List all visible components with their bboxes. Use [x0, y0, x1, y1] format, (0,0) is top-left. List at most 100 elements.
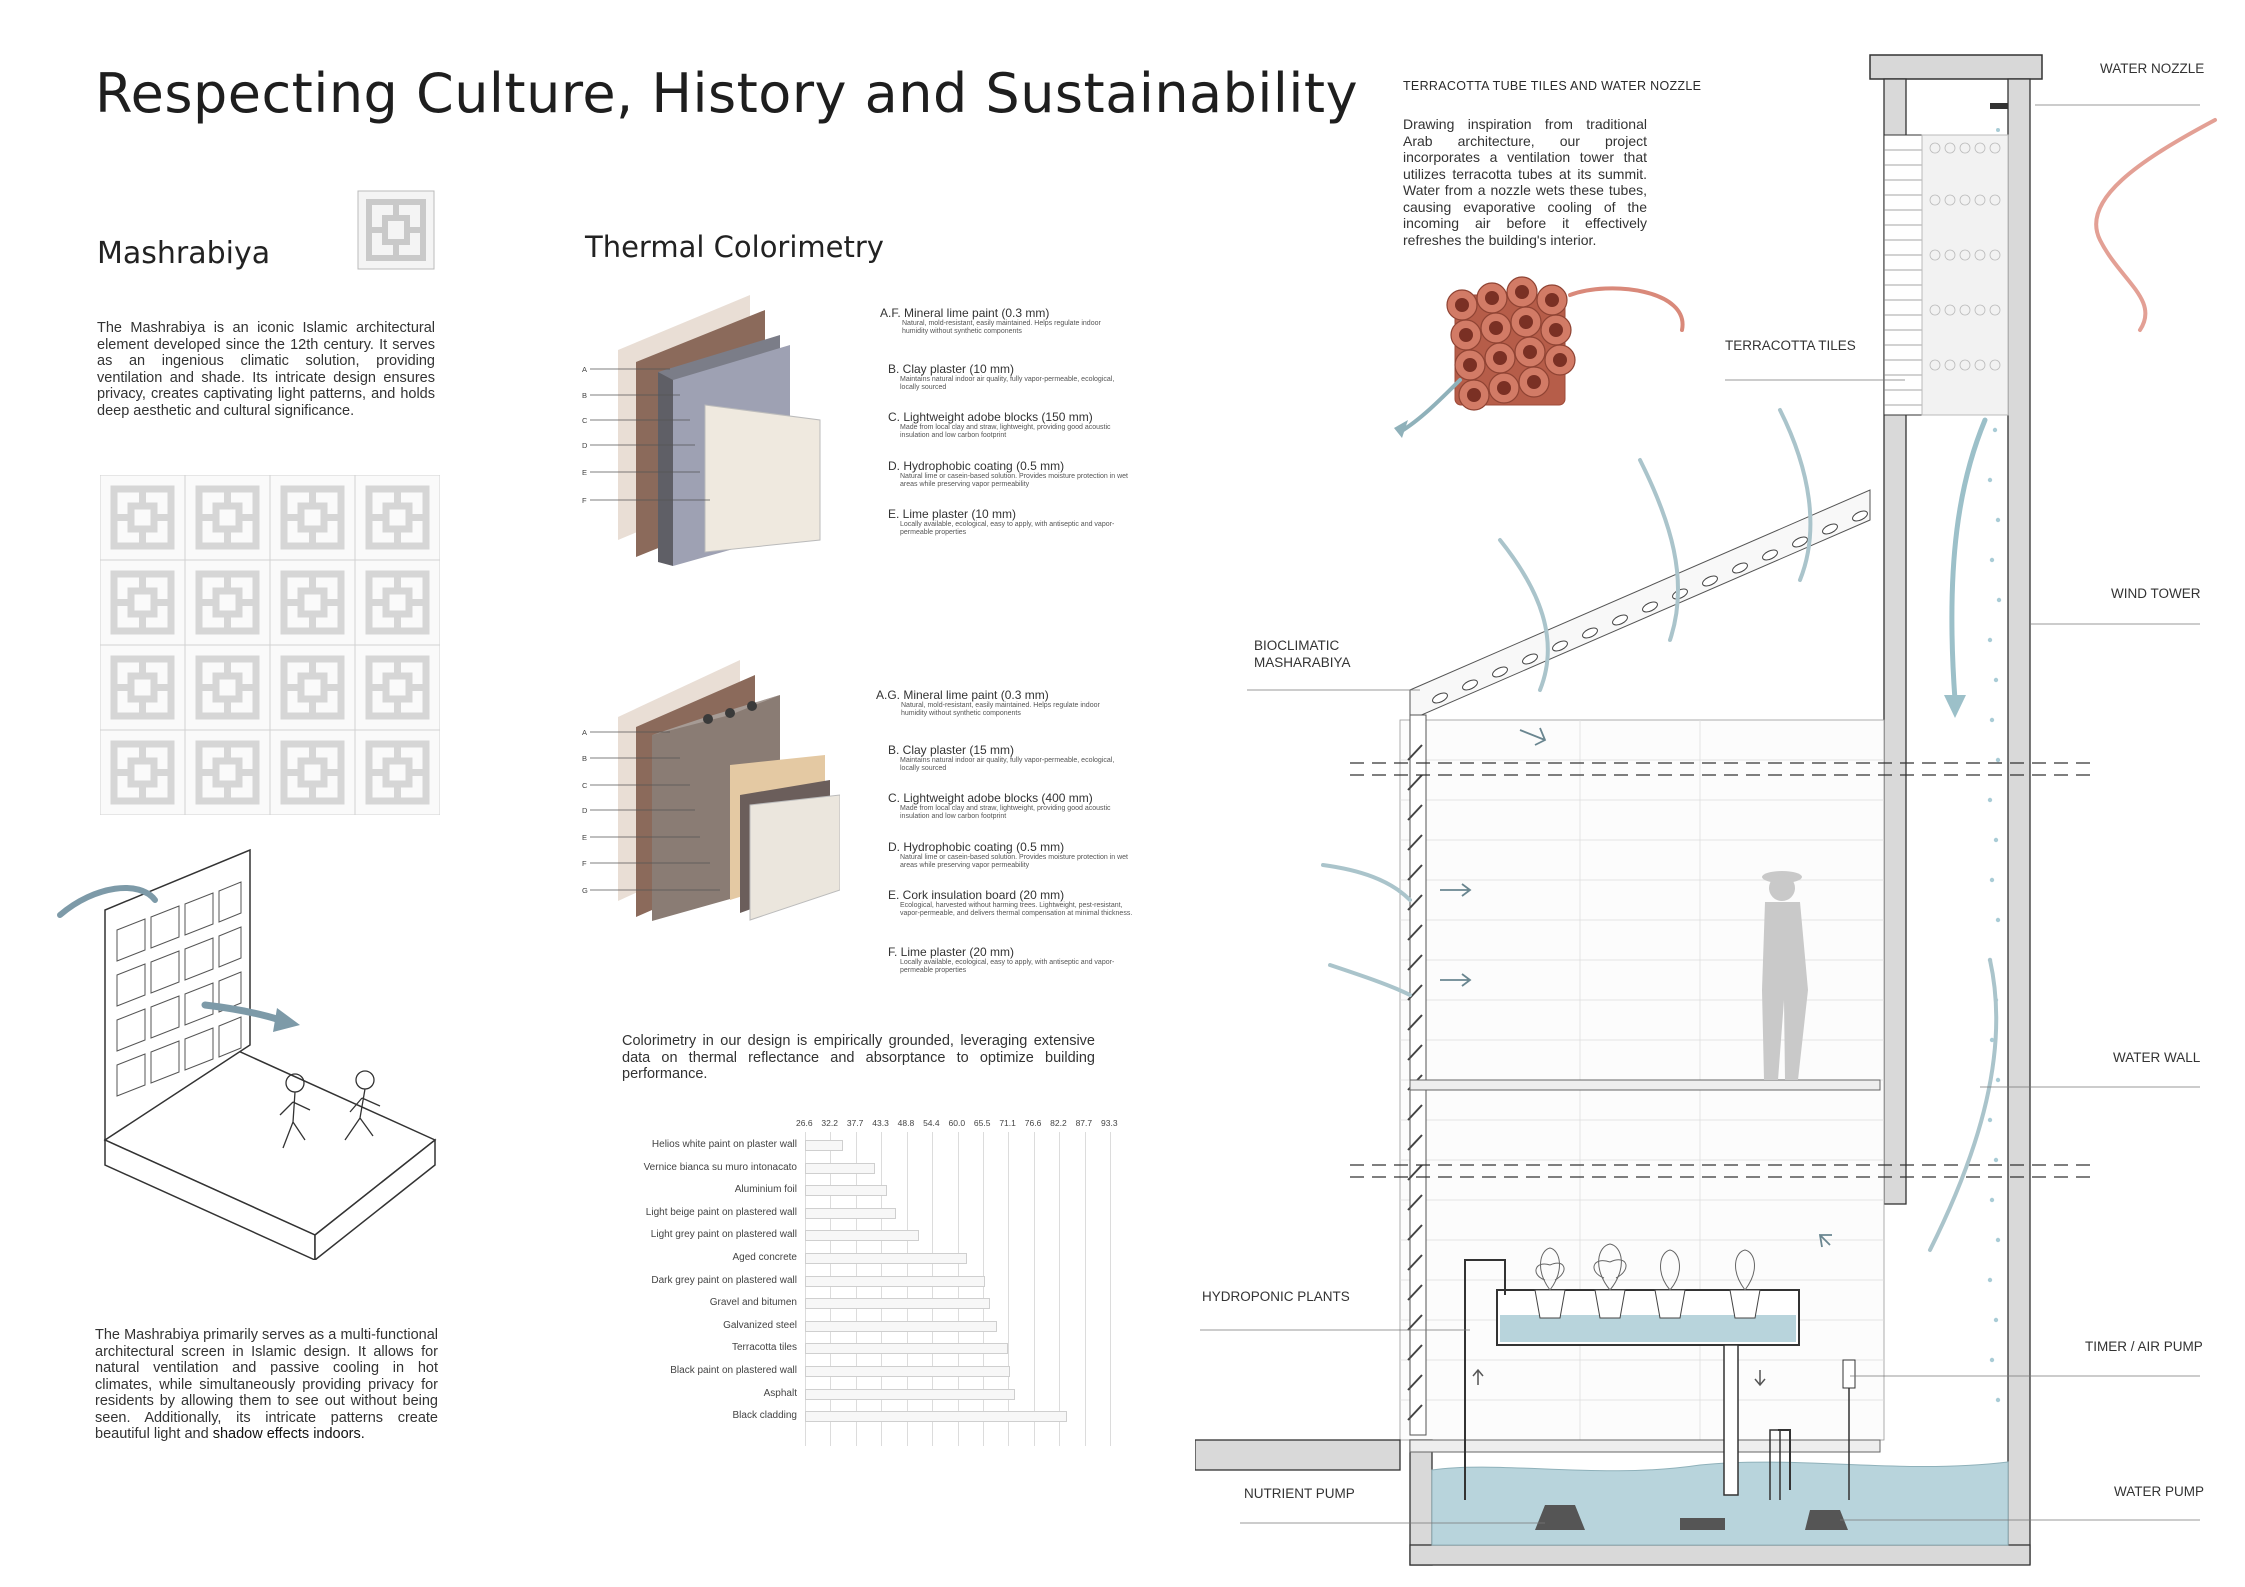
- chart-category-label: Terracotta tiles: [731, 1342, 797, 1354]
- wall2-layer: A.G. Mineral lime paint (0.3 mm)Natural,…: [876, 688, 1100, 717]
- wall1-letter: C: [582, 416, 588, 425]
- label-terracotta-tiles: TERRACOTTA TILES: [1725, 338, 1856, 353]
- wall1-letter: B: [582, 391, 587, 400]
- chart-tick-label: 76.6: [1024, 1118, 1042, 1128]
- wall2-layer: C. Lightweight adobe blocks (400 mm)Made…: [888, 791, 1111, 820]
- label-wind-tower: WIND TOWER: [2111, 586, 2201, 601]
- chart-gridline: [1084, 1132, 1086, 1446]
- thermal-heading: Thermal Colorimetry: [585, 230, 884, 264]
- wall-section-2: A B C D E F G: [582, 660, 840, 921]
- chart-tick-label: 87.7: [1075, 1118, 1093, 1128]
- chart-bar: [805, 1320, 997, 1332]
- wall1-letter: A: [582, 365, 587, 374]
- label-water-wall: WATER WALL: [2113, 1050, 2201, 1065]
- chart-gridline: [932, 1132, 934, 1446]
- label-water-nozzle: WATER NOZZLE: [2100, 61, 2205, 76]
- chart-category-label: Dark grey paint on plastered wall: [651, 1274, 797, 1286]
- section-drawing: [1195, 54, 2217, 1566]
- wall2-layer: F. Lime plaster (20 mm)Locally available…: [888, 945, 1115, 974]
- chart-gridline: [1033, 1132, 1035, 1446]
- chart-gridline: [830, 1132, 832, 1446]
- chart-bar: [805, 1230, 919, 1242]
- colorimetry-text: Colorimetry in our design is empirically…: [622, 1033, 1095, 1082]
- chart-category-label: Aged concrete: [732, 1252, 798, 1263]
- chart-gridline: [957, 1132, 959, 1446]
- chart-gridline: [906, 1132, 908, 1446]
- chart-bar: [805, 1162, 876, 1174]
- chart-gridline: [805, 1132, 806, 1446]
- label-hydroponic: HYDROPONIC PLANTS: [1202, 1289, 1350, 1304]
- chart-bar: [805, 1298, 990, 1310]
- chart-gridline: [881, 1132, 883, 1446]
- chart-category-label: Aluminium foil: [734, 1184, 797, 1196]
- chart-tick-label: 82.2: [1050, 1118, 1067, 1128]
- wall2-letter: C: [582, 781, 588, 790]
- chart-bar: [805, 1388, 1015, 1400]
- chart-category-label: Galvanized steel: [723, 1319, 797, 1331]
- chart-tick-label: 54.4: [923, 1118, 940, 1128]
- wall1-layer: C. Lightweight adobe blocks (150 mm)Made…: [888, 410, 1111, 439]
- wall2-letter: F: [582, 859, 587, 868]
- mashrabiya-tile-icon: [357, 190, 435, 270]
- wall1-letter: E: [582, 468, 587, 477]
- mashrabiya-description: The Mashrabiya primarily serves as a mul…: [95, 1327, 438, 1442]
- chart-category-label: Vernice bianca su muro intonacato: [643, 1161, 797, 1173]
- wall1-layer: A.F. Mineral lime paint (0.3 mm)Natural,…: [880, 306, 1101, 335]
- person-icon: [1762, 871, 1808, 1080]
- chart-category-label: Helios white paint on plaster wall: [651, 1139, 797, 1150]
- chart-category-label: Asphalt: [763, 1387, 797, 1399]
- chart-category-label: Light beige paint on plastered wall: [645, 1206, 797, 1218]
- mashrabiya-heading: Mashrabiya: [97, 236, 271, 271]
- chart-tick-label: 71.1: [999, 1118, 1016, 1128]
- terracotta-title: TERRACOTTA TUBE TILES AND WATER NOZZLE: [1403, 79, 1702, 93]
- wall2-letter: B: [582, 754, 587, 763]
- mashrabiya-axonometric: [57, 848, 437, 1260]
- wall1-letter: D: [582, 441, 588, 450]
- wall1-layer: B. Clay plaster (10 mm)Maintains natural…: [888, 362, 1115, 391]
- label-water-pump: WATER PUMP: [2114, 1484, 2204, 1499]
- chart-bar: [805, 1207, 896, 1219]
- wall2-layer: D. Hydrophobic coating (0.5 mm)Natural l…: [888, 840, 1128, 869]
- chart-category-label: Gravel and bitumen: [709, 1297, 797, 1309]
- chart-bar: [805, 1411, 1068, 1423]
- chart-bar: [805, 1275, 986, 1287]
- chart-tick-label: 60.0: [948, 1118, 966, 1128]
- chart-category-label: Light grey paint on plastered wall: [650, 1229, 797, 1241]
- wall2-letter: G: [582, 886, 588, 895]
- chart-tick-label: 32.2: [821, 1118, 838, 1128]
- chart-category-label: Black cladding: [732, 1410, 797, 1422]
- chart-tick-label: 65.5: [973, 1118, 991, 1128]
- label-timer-air-pump: TIMER / AIR PUMP: [2085, 1339, 2203, 1354]
- chart-gridline: [855, 1132, 857, 1446]
- chart-bar: [805, 1140, 844, 1151]
- chart-tick-label: 26.6: [796, 1118, 813, 1128]
- chart-bar: [805, 1185, 887, 1197]
- wall2-letter: E: [582, 833, 587, 842]
- chart-bar: [805, 1343, 1009, 1355]
- wall1-layer: D. Hydrophobic coating (0.5 mm)Natural l…: [888, 459, 1128, 488]
- wall2-layer: B. Clay plaster (15 mm)Maintains natural…: [888, 743, 1115, 772]
- wall-section-1: A B C D E F: [582, 295, 821, 566]
- label-bioclimatic: BIOCLIMATIC: [1254, 638, 1340, 653]
- chart-bar: [805, 1253, 967, 1264]
- chart-bar: [805, 1366, 1011, 1377]
- wall2-layer: E. Cork insulation board (20 mm)Ecologic…: [888, 888, 1133, 917]
- chart-category-label: Black paint on plastered wall: [670, 1365, 797, 1376]
- mashrabiya-intro: The Mashrabiya is an iconic Islamic arch…: [97, 320, 435, 419]
- chart-tick-label: 48.8: [897, 1118, 915, 1128]
- label-masharabiya: MASHARABIYA: [1254, 655, 1351, 670]
- chart-gridline: [1059, 1132, 1061, 1446]
- wall1-letter: F: [582, 496, 587, 505]
- label-nutrient-pump: NUTRIENT PUMP: [1244, 1486, 1355, 1501]
- terracotta-text: Drawing inspiration from traditional Ara…: [1403, 116, 1647, 248]
- chart-tick-label: 43.3: [872, 1118, 889, 1128]
- wall1-layer: E. Lime plaster (10 mm)Locally available…: [888, 507, 1115, 536]
- chart-gridline: [982, 1132, 984, 1446]
- page-title: Respecting Culture, History and Sustaina…: [95, 62, 1359, 125]
- chart-gridline: [1008, 1132, 1010, 1446]
- plant-icon: [1535, 1243, 1755, 1291]
- chart-tick-label: 37.7: [846, 1118, 864, 1128]
- mashrabiya-pattern-grid: [100, 475, 440, 815]
- terracotta-tubes-icon: [1394, 276, 1685, 438]
- chart-tick-label: 93.3: [1101, 1118, 1118, 1128]
